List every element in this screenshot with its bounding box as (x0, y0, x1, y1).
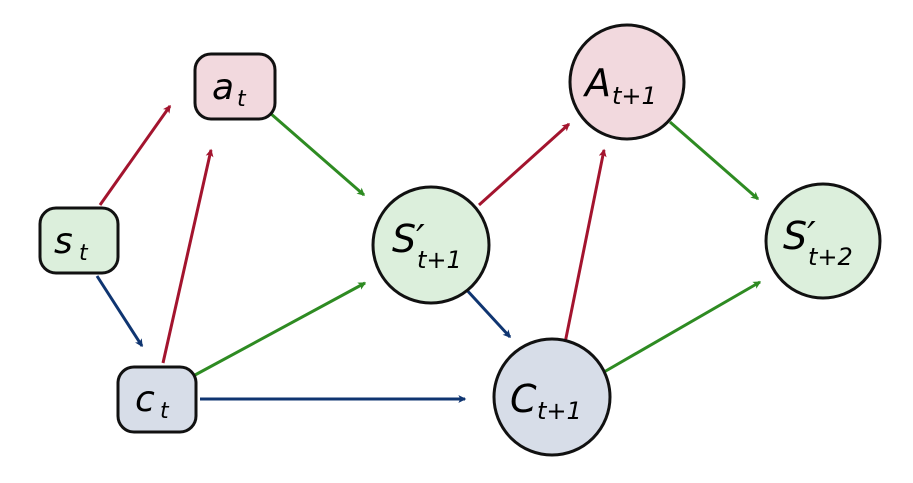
node-a-t-base: a (212, 67, 234, 108)
node-c-t-plus-1-sub: t+1 (537, 397, 582, 425)
node-s-t[interactable]: s t (38, 206, 120, 275)
edge-at-s1 (269, 111, 366, 197)
node-s-t-plus-1[interactable]: S′ t+1 (371, 185, 491, 305)
node-s-t-base: s (54, 221, 73, 262)
node-s-t-plus-2[interactable]: S′ t+2 (764, 182, 882, 300)
node-a-t-sub: t (237, 87, 247, 112)
edge-c1-s2 (603, 280, 762, 374)
node-a-t-plus-1-base: A (582, 61, 611, 105)
node-c-t-sub: t (160, 399, 170, 424)
node-s-t-plus-2-base: S′ (783, 214, 816, 258)
node-c-t-plus-1-base: C (510, 377, 537, 421)
node-s-t-plus-2-sub: t+2 (808, 243, 853, 271)
edge-ct-at (161, 148, 214, 364)
node-s-t-plus-1-sub: t+1 (417, 246, 462, 274)
node-c-t-plus-1[interactable]: C t+1 (492, 337, 612, 457)
edge-s1-c1 (462, 285, 512, 339)
edges (95, 104, 762, 403)
node-s-t-plus-1-base: S′ (392, 217, 425, 261)
edge-st-at (98, 104, 172, 206)
node-a-t-plus-1-sub: t+1 (612, 82, 657, 110)
edge-ct-s1 (194, 281, 367, 377)
node-c-t[interactable]: c t (116, 365, 198, 434)
edge-c1-a1 (563, 148, 607, 344)
edge-st-ct (95, 275, 144, 348)
node-a-t[interactable]: a t (193, 52, 277, 121)
edge-a1-s2 (669, 120, 760, 201)
edge-s1-a1 (477, 122, 571, 207)
node-s-t-sub: t (79, 241, 89, 266)
node-a-t-plus-1[interactable]: A t+1 (568, 23, 686, 141)
node-c-t-base: c (135, 379, 155, 420)
